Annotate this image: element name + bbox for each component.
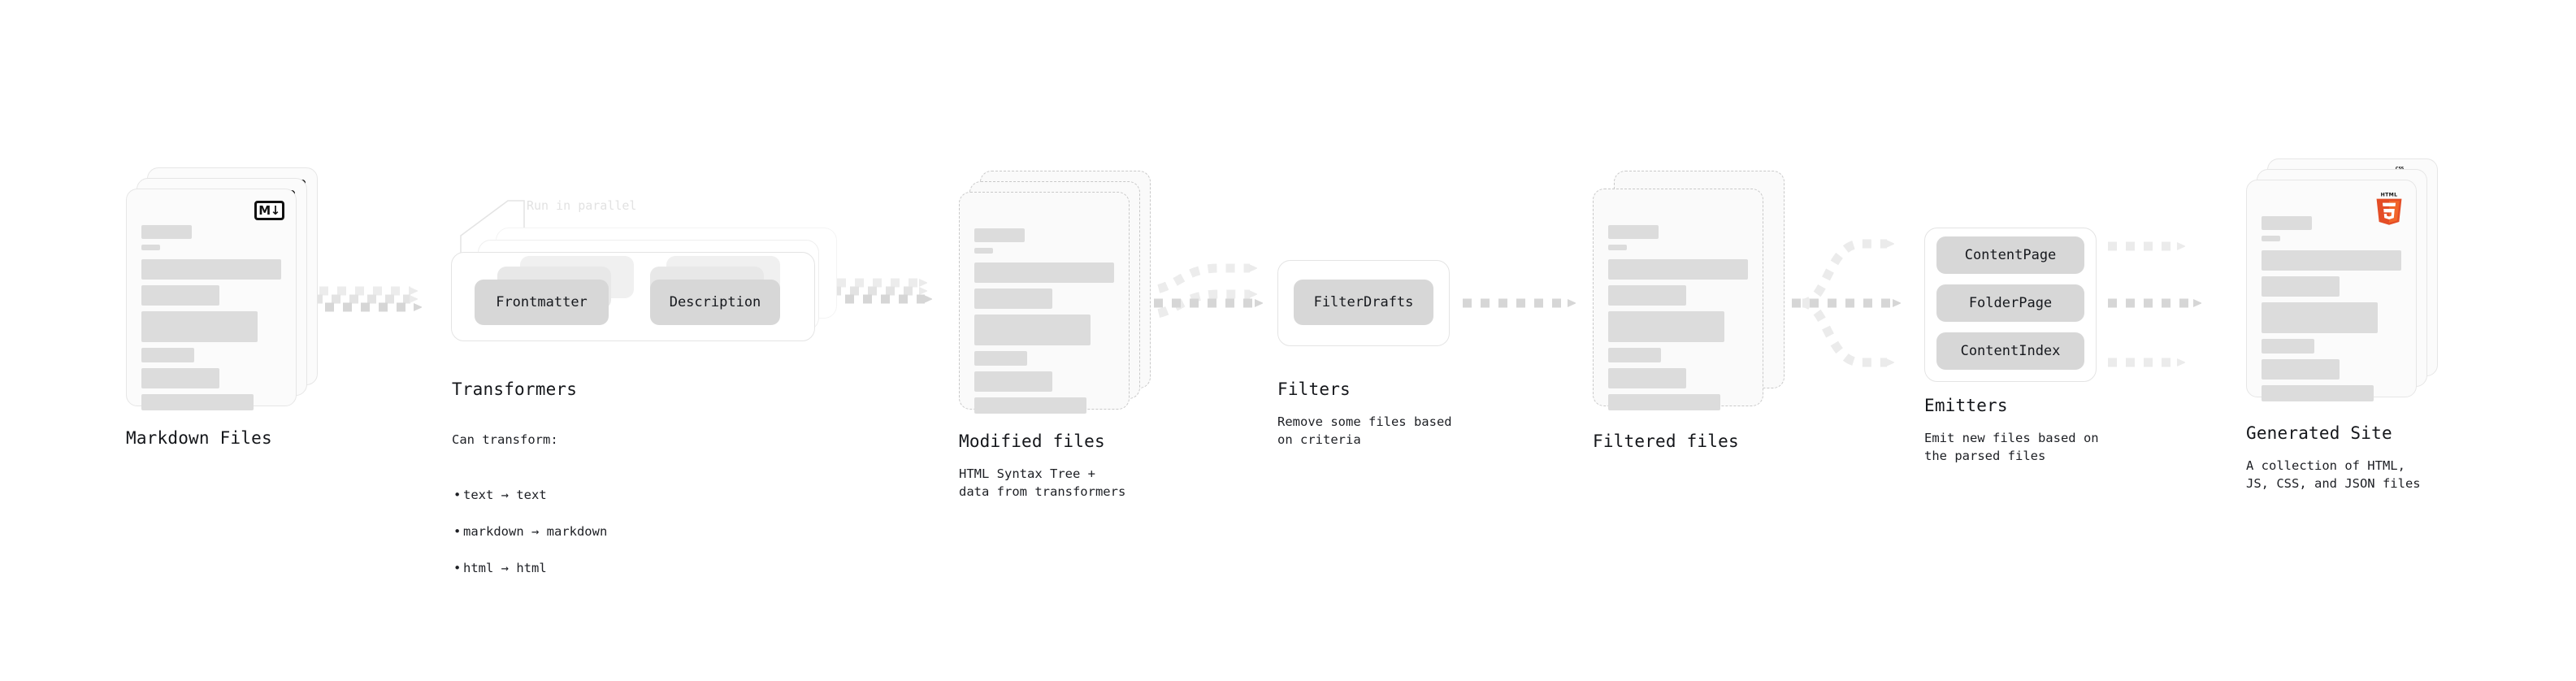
transformers-bullet-0: text → text bbox=[452, 486, 607, 505]
label-transformers: Transformers bbox=[452, 380, 578, 399]
filter-pill-filterdrafts[interactable]: FilterDrafts bbox=[1294, 280, 1433, 325]
filtered-skeleton bbox=[1608, 225, 1748, 410]
modified-card-front bbox=[959, 192, 1130, 414]
label-filters: Filters bbox=[1277, 380, 1351, 399]
markdown-badge-front: M↓ bbox=[254, 201, 284, 220]
label-modified-files: Modified files bbox=[959, 432, 1105, 451]
label-filtered-files: Filtered files bbox=[1593, 432, 1739, 451]
stage-generated-site: CSS HTML bbox=[2246, 158, 2449, 410]
parallel-note: Run in parallel bbox=[527, 198, 637, 213]
arrow-markdown-to-transformers bbox=[307, 286, 414, 312]
svg-text:HTML: HTML bbox=[2381, 193, 2398, 198]
transformers-bullet-list: text → text markdown → markdown html → h… bbox=[452, 467, 607, 595]
transformer-pill-description[interactable]: Description bbox=[650, 280, 780, 325]
stage-markdown-files: M↓ M↓ M↓ bbox=[126, 167, 318, 411]
label-emitters: Emitters bbox=[1924, 396, 2008, 415]
html5-badge-wrap: HTML bbox=[2374, 192, 2405, 229]
transformers-caption-text: Can transform: bbox=[452, 432, 558, 448]
modified-files-caption: HTML Syntax Tree + data from transformer… bbox=[959, 466, 1126, 500]
generated-site-caption: A collection of HTML, JS, CSS, and JSON … bbox=[2246, 458, 2421, 492]
stage-filtered-files bbox=[1593, 171, 1785, 414]
markdown-card-front: M↓ bbox=[126, 189, 297, 410]
emitters-caption: Emit new files based on the parsed files bbox=[1924, 431, 2099, 464]
emitter-pill-contentpage[interactable]: ContentPage bbox=[1936, 236, 2084, 274]
markdown-file-stack: M↓ M↓ M↓ bbox=[126, 167, 318, 411]
markdown-skeleton bbox=[141, 225, 281, 410]
site-skeleton bbox=[2262, 216, 2401, 401]
arrow-filtered-to-emitters bbox=[1792, 239, 1893, 367]
stage-modified-files bbox=[959, 171, 1151, 414]
modified-file-stack bbox=[959, 171, 1151, 414]
transformers-bullet-1: markdown → markdown bbox=[452, 523, 607, 541]
arrow-transformers-to-modified bbox=[827, 278, 925, 304]
filtered-card-front bbox=[1593, 189, 1763, 410]
filtered-file-stack bbox=[1593, 171, 1785, 414]
transformer-pill-frontmatter[interactable]: Frontmatter bbox=[475, 280, 609, 325]
site-card-html: HTML bbox=[2246, 180, 2417, 401]
filters-caption: Remove some files based on criteria bbox=[1277, 414, 1452, 448]
emitter-pill-contentindex[interactable]: ContentIndex bbox=[1936, 332, 2084, 370]
label-generated-site: Generated Site bbox=[2246, 423, 2392, 443]
transformers-bullet-2: html → html bbox=[452, 559, 607, 578]
modified-skeleton bbox=[974, 228, 1114, 414]
markdown-icon: M↓ bbox=[254, 201, 284, 220]
label-markdown-files: Markdown Files bbox=[126, 428, 272, 448]
emitter-pill-folderpage[interactable]: FolderPage bbox=[1936, 284, 2084, 322]
site-file-stack: CSS HTML bbox=[2246, 158, 2449, 410]
html5-icon: HTML bbox=[2376, 193, 2402, 225]
arrow-emitters-to-site bbox=[2108, 241, 2194, 367]
arrow-modified-to-filters bbox=[1136, 263, 1255, 320]
transformers-caption-head: Can transform: text → text markdown → ma… bbox=[452, 413, 607, 614]
